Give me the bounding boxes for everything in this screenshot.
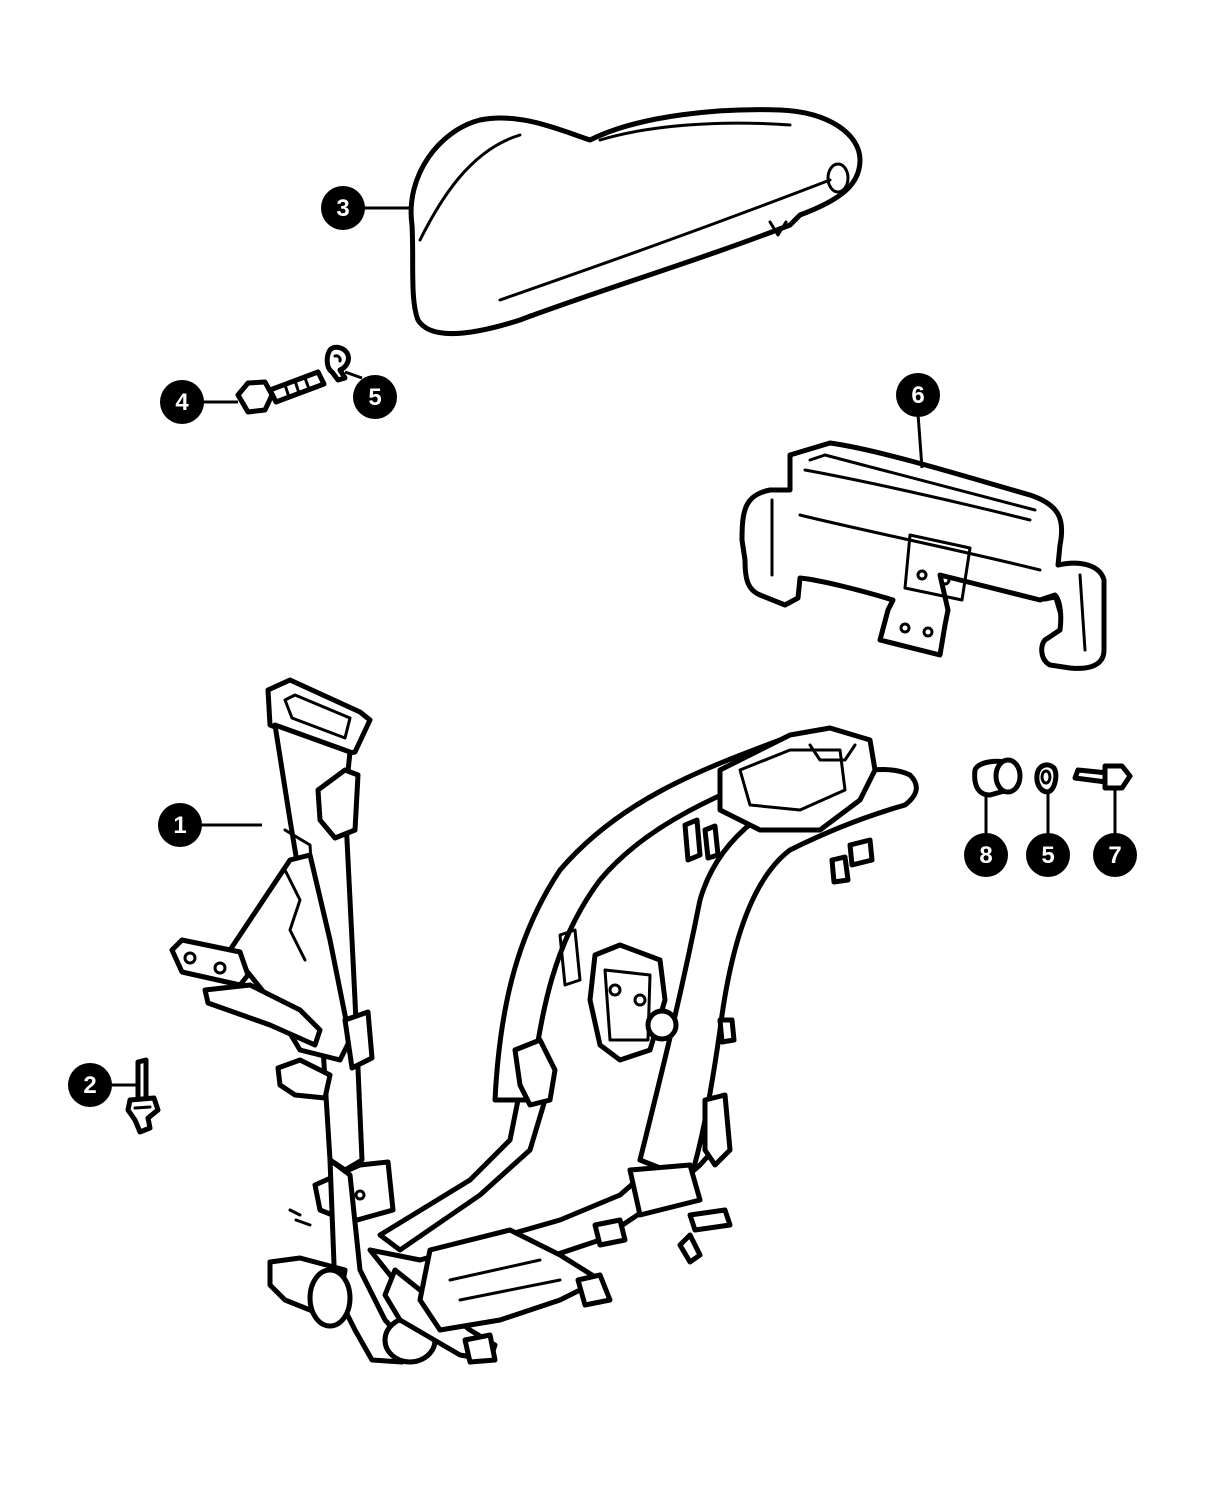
luggage-rack — [739, 440, 1107, 671]
callout-number: 5 — [368, 384, 381, 411]
callout-circle — [68, 1063, 112, 1107]
callout-8: 8 — [964, 833, 1008, 877]
callout-number: 4 — [175, 389, 189, 416]
callout-number: 8 — [979, 842, 992, 869]
callout-7: 7 — [1093, 833, 1137, 877]
callout-1: 1 — [158, 803, 202, 847]
hex-bolt — [1072, 763, 1133, 791]
seat — [408, 107, 863, 337]
callouts: 1 2 3 4 5 6 8 5 7 — [68, 186, 1137, 1107]
callout-number: 3 — [336, 195, 349, 222]
callout-number: 6 — [911, 382, 924, 409]
callout-circle — [353, 375, 397, 419]
washer-upper — [324, 344, 351, 383]
callout-circle — [321, 186, 365, 230]
flange-bolt — [235, 369, 327, 415]
callout-number: 1 — [173, 812, 186, 839]
callout-circle — [1026, 833, 1070, 877]
callout-2: 2 — [68, 1063, 112, 1107]
screw-grommet — [125, 1057, 161, 1135]
callout-number: 5 — [1041, 842, 1054, 869]
main-frame — [169, 677, 919, 1365]
leader-lines — [110, 206, 1117, 1087]
bushing-cap — [972, 757, 1023, 798]
callout-circle — [896, 373, 940, 417]
callout-circle — [1093, 833, 1137, 877]
callout-number: 7 — [1108, 842, 1121, 869]
callout-5b: 5 — [1026, 833, 1070, 877]
callout-circle — [964, 833, 1008, 877]
callout-4: 4 — [160, 380, 204, 424]
callout-6: 6 — [896, 373, 940, 417]
callout-number: 2 — [83, 1072, 96, 1099]
callout-circle — [158, 803, 202, 847]
washer-right — [1034, 762, 1059, 795]
callout-3: 3 — [321, 186, 365, 230]
callout-circle — [160, 380, 204, 424]
callout-5a: 5 — [353, 375, 397, 419]
